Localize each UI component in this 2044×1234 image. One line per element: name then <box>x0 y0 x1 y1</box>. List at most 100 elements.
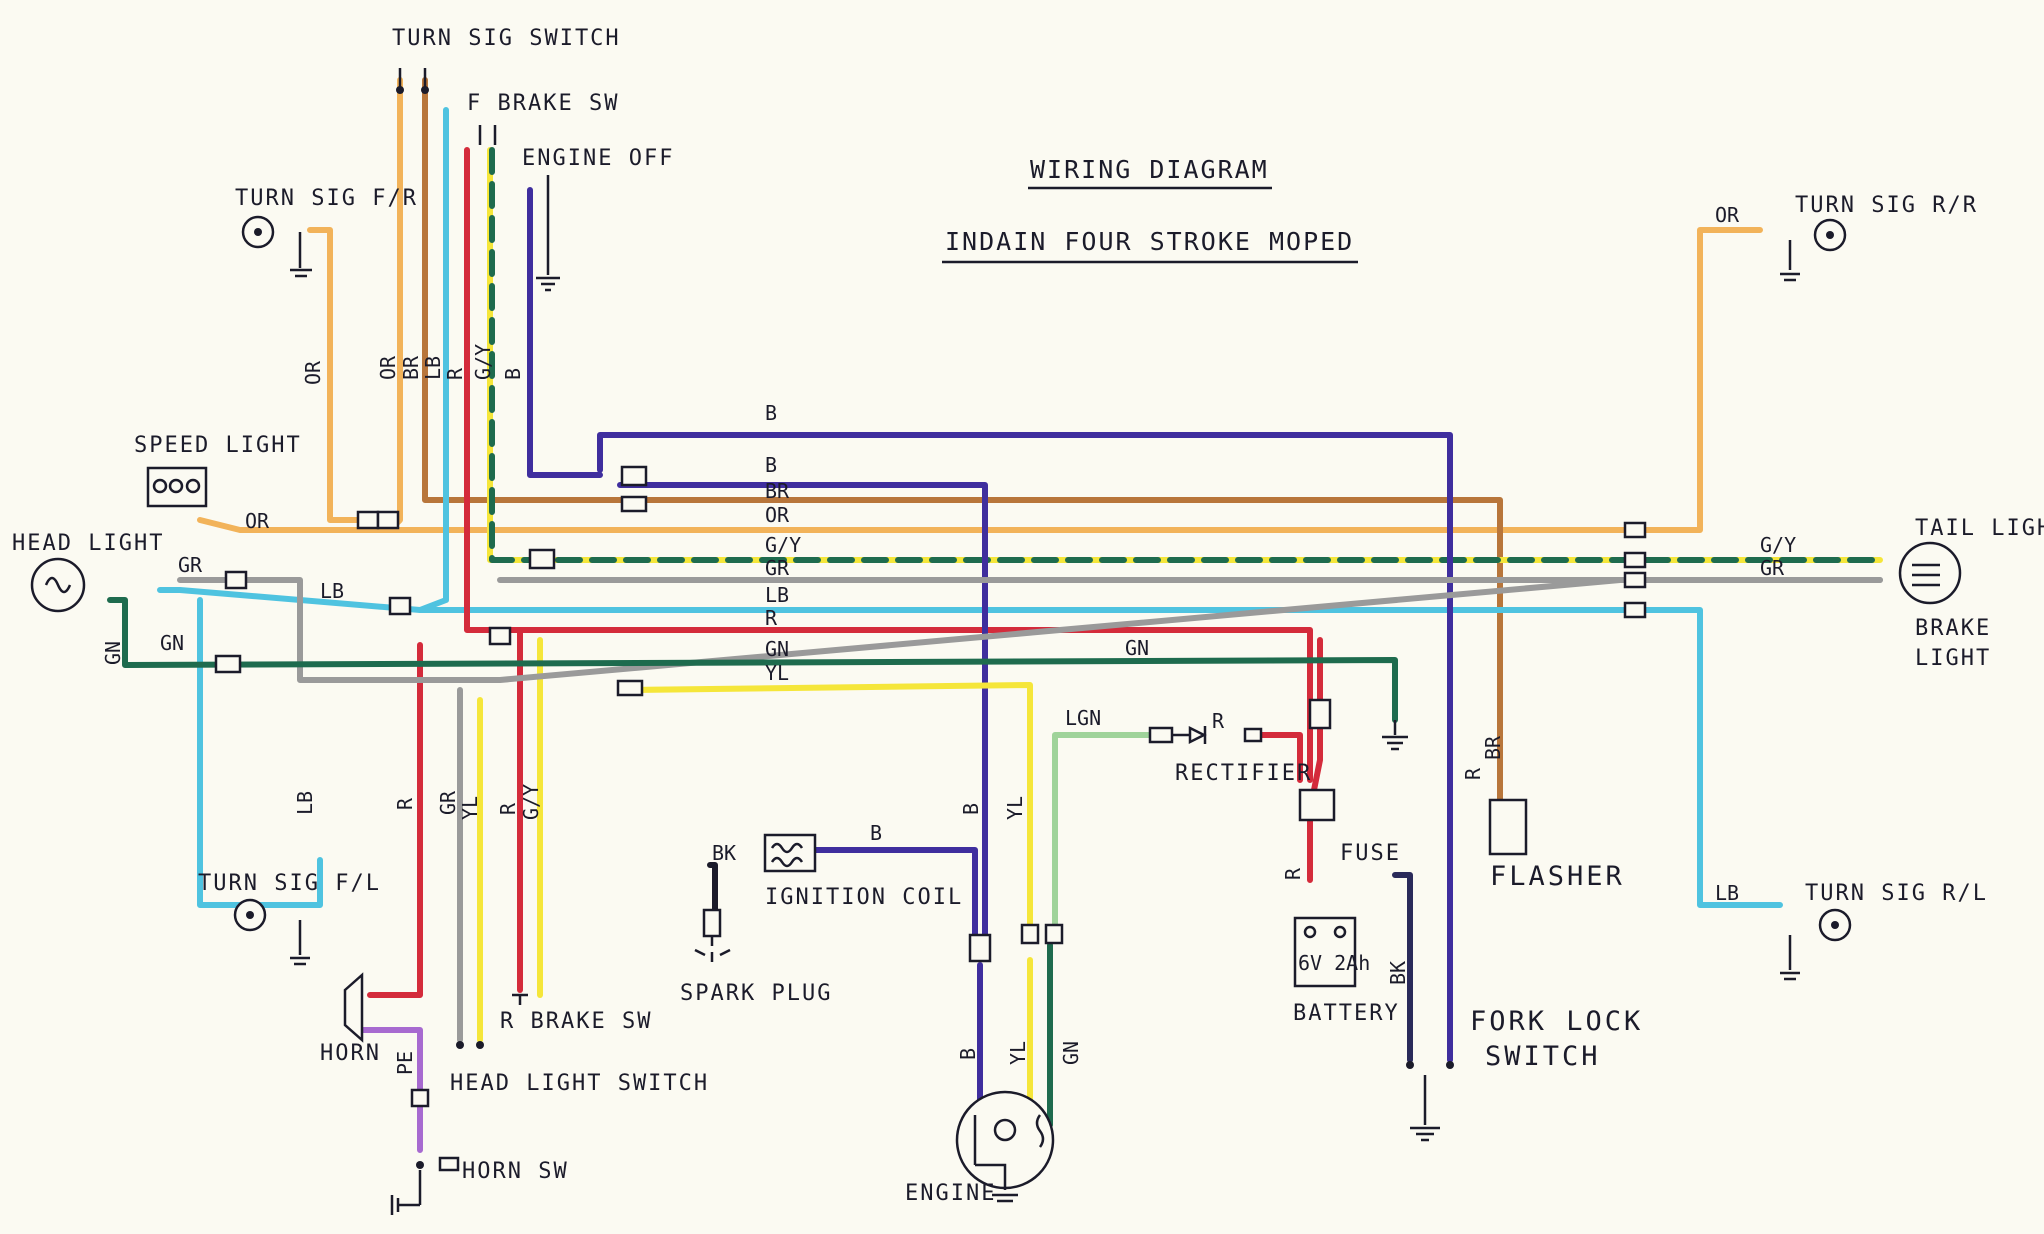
label-yl-hls: YL <box>458 796 482 820</box>
label-br-bus: BR <box>765 479 790 503</box>
fork-lock-label-2: SWITCH <box>1485 1041 1601 1072</box>
wire-yl <box>627 682 1033 938</box>
wire-labels: OR OR BR LB R G/Y B B B BR OR G/Y GR LB … <box>101 203 1796 1075</box>
engine-off-label: ENGINE OFF <box>522 146 674 171</box>
turn-sig-rear-right: TURN SIG R/R <box>1780 193 1976 282</box>
wire-gy-dash <box>489 147 1883 563</box>
label-bk-bat: BK <box>1386 961 1410 985</box>
wire-b-engineoff <box>527 187 603 478</box>
turn-sig-front-left: TURN SIG F/L <box>198 871 381 966</box>
label-b-mid: B <box>765 453 777 477</box>
wire-or-front <box>307 227 363 523</box>
wire-b-top <box>597 432 1453 1063</box>
f-brake-sw-label: F BRAKE SW <box>467 91 619 116</box>
wire-b-coil <box>807 847 978 938</box>
rectifier-label: RECTIFIER <box>1175 761 1312 786</box>
label-r-horn: R <box>393 797 417 810</box>
brake-light-label: BRAKE <box>1915 616 1991 641</box>
label-gn-engine: GN <box>1059 1041 1083 1065</box>
rectifier: RECTIFIER <box>1172 725 1312 786</box>
turn-sig-rear-left: TURN SIG R/L <box>1780 881 1988 981</box>
diagram-title: WIRING DIAGRAM <box>1030 155 1269 184</box>
label-or-right: OR <box>1715 203 1740 227</box>
flasher-label: FLASHER <box>1490 861 1625 892</box>
flasher: FLASHER <box>1488 798 1625 892</box>
label-gy-rb: G/Y <box>519 784 543 820</box>
wire-r-rect <box>1257 732 1303 783</box>
label-or-1: OR <box>301 360 325 385</box>
speed-light-label: SPEED LIGHT <box>134 433 302 458</box>
label-yl-engine: YL <box>1006 1041 1030 1065</box>
turn-sig-rl-label: TURN SIG R/L <box>1805 881 1988 906</box>
wire-bk <box>1392 872 1413 1063</box>
wire-or-switch <box>387 77 403 533</box>
label-bk-coil: BK <box>712 841 736 865</box>
head-light: HEAD LIGHT <box>12 531 164 613</box>
label-br-1: BR <box>399 355 423 380</box>
wire-pe <box>352 1027 423 1153</box>
fork-lock-switch: FORK LOCK SWITCH <box>1406 1006 1640 1142</box>
r-brake-sw-label: R BRAKE SW <box>500 1009 652 1034</box>
label-or-bus: OR <box>765 503 790 527</box>
horn: HORN <box>320 972 381 1066</box>
turn-sig-front-right: TURN SIG F/R <box>235 186 416 278</box>
label-or-2: OR <box>376 355 400 380</box>
fuse: FUSE <box>1298 788 1401 866</box>
label-b-coil: B <box>870 821 882 845</box>
label-r-1: R <box>443 367 467 380</box>
turn-sig-switch: TURN SIG SWITCH <box>392 26 621 94</box>
turn-sig-fl-label: TURN SIG F/L <box>198 871 381 896</box>
label-br-flasher: BR <box>1481 735 1505 760</box>
tail-brake-light: TAIL LIGHT BRAKE LIGHT <box>1898 516 2044 671</box>
spark-plug-label: SPARK PLUG <box>680 981 832 1006</box>
engine: ENGINE <box>905 1090 1055 1206</box>
label-r-bus: R <box>765 606 778 630</box>
diagram-subtitle: INDAIN FOUR STROKE MOPED <box>945 227 1354 256</box>
f-brake-switch: F BRAKE SW <box>467 91 619 145</box>
turn-sig-switch-label: TURN SIG SWITCH <box>392 26 621 51</box>
label-gn-speed: GN <box>160 631 184 655</box>
wire-gn <box>107 597 1398 723</box>
connectors <box>214 465 1647 963</box>
ground-gn <box>1382 720 1408 751</box>
battery: 6V 2Ah BATTERY <box>1293 916 1398 1026</box>
label-r-flasher: R <box>1461 767 1485 780</box>
label-b-vert: B <box>959 803 983 815</box>
wire-b-mid <box>617 482 988 938</box>
label-b-top: B <box>765 401 777 425</box>
label-gr-speed: GR <box>178 553 203 577</box>
brake-light-label-2: LIGHT <box>1915 646 1991 671</box>
horn-sw-label: HORN SW <box>462 1159 569 1184</box>
label-gn-head: GN <box>101 641 125 665</box>
label-gn-bus: GN <box>765 637 789 661</box>
head-light-switch: HEAD LIGHT SWITCH <box>450 1041 709 1096</box>
label-r-rb: R <box>496 802 520 815</box>
ignition-coil: IGNITION COIL <box>763 833 961 910</box>
label-lb-speed: LB <box>320 579 344 603</box>
label-gy-right: G/Y <box>1760 533 1796 557</box>
label-lb-front: LB <box>293 791 317 815</box>
label-or-speed: OR <box>245 509 270 533</box>
wire-bk-coil <box>707 862 718 923</box>
label-gr-bus: GR <box>765 556 790 580</box>
label-lb-right: LB <box>1715 881 1739 905</box>
label-yl-bus: YL <box>765 661 789 685</box>
wire-r-horn <box>367 642 423 998</box>
horn-label: HORN <box>320 1041 381 1066</box>
fuse-label: FUSE <box>1340 841 1401 866</box>
label-gn-right: GN <box>1125 636 1149 660</box>
battery-rating: 6V 2Ah <box>1298 951 1370 975</box>
head-light-label: HEAD LIGHT <box>12 531 164 556</box>
label-r-fuse: R <box>1281 867 1305 880</box>
label-b-engine: B <box>956 1048 980 1060</box>
wire-br <box>422 77 1503 803</box>
head-light-switch-label: HEAD LIGHT SWITCH <box>450 1071 709 1096</box>
label-gr-right: GR <box>1760 556 1785 580</box>
label-yl-vert: YL <box>1003 796 1027 820</box>
horn-switch: HORN SW <box>390 1088 569 1215</box>
speed-light: SPEED LIGHT <box>134 433 302 508</box>
engine-label: ENGINE <box>905 1181 996 1206</box>
engine-off-switch: ENGINE OFF <box>522 146 674 292</box>
label-gr-hls: GR <box>436 790 460 815</box>
